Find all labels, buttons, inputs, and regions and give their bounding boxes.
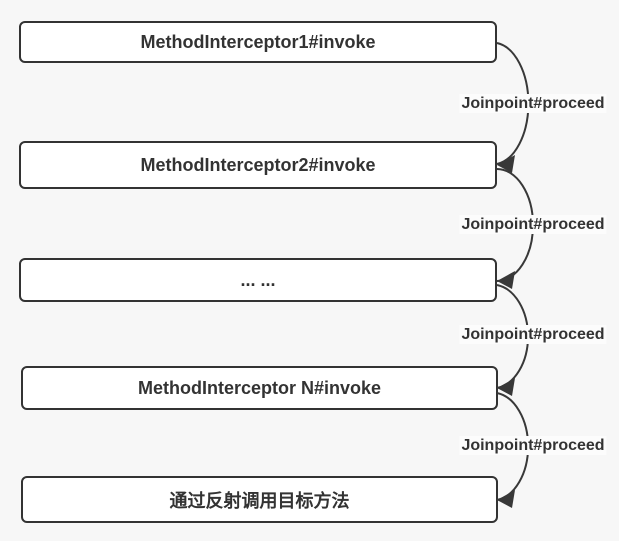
edge-arrowhead-3 (497, 378, 515, 396)
node-label: 通过反射调用目标方法 (169, 490, 350, 511)
edge-arrowhead-1 (497, 155, 515, 173)
edge-label-joinpoint-proceed-4: Joinpoint#proceed (459, 436, 607, 455)
node-label: MethodInterceptor1#invoke (140, 31, 376, 52)
edge-arrowhead-4 (497, 490, 515, 508)
node-method-interceptor-1: MethodInterceptor1#invoke (19, 21, 497, 63)
node-invoke-target-by-reflection: 通过反射调用目标方法 (21, 476, 498, 523)
node-ellipsis: ... ... (19, 258, 497, 302)
edge-label-joinpoint-proceed-2: Joinpoint#proceed (459, 215, 607, 234)
edge-arrowhead-2 (497, 271, 515, 289)
node-method-interceptor-2: MethodInterceptor2#invoke (19, 141, 497, 189)
node-label: MethodInterceptor N#invoke (137, 377, 382, 398)
node-label: ... ... (240, 269, 276, 290)
node-label: MethodInterceptor2#invoke (140, 154, 376, 175)
edge-label-joinpoint-proceed-3: Joinpoint#proceed (459, 325, 607, 344)
node-method-interceptor-n: MethodInterceptor N#invoke (21, 366, 498, 410)
edge-label-joinpoint-proceed-1: Joinpoint#proceed (459, 94, 607, 113)
